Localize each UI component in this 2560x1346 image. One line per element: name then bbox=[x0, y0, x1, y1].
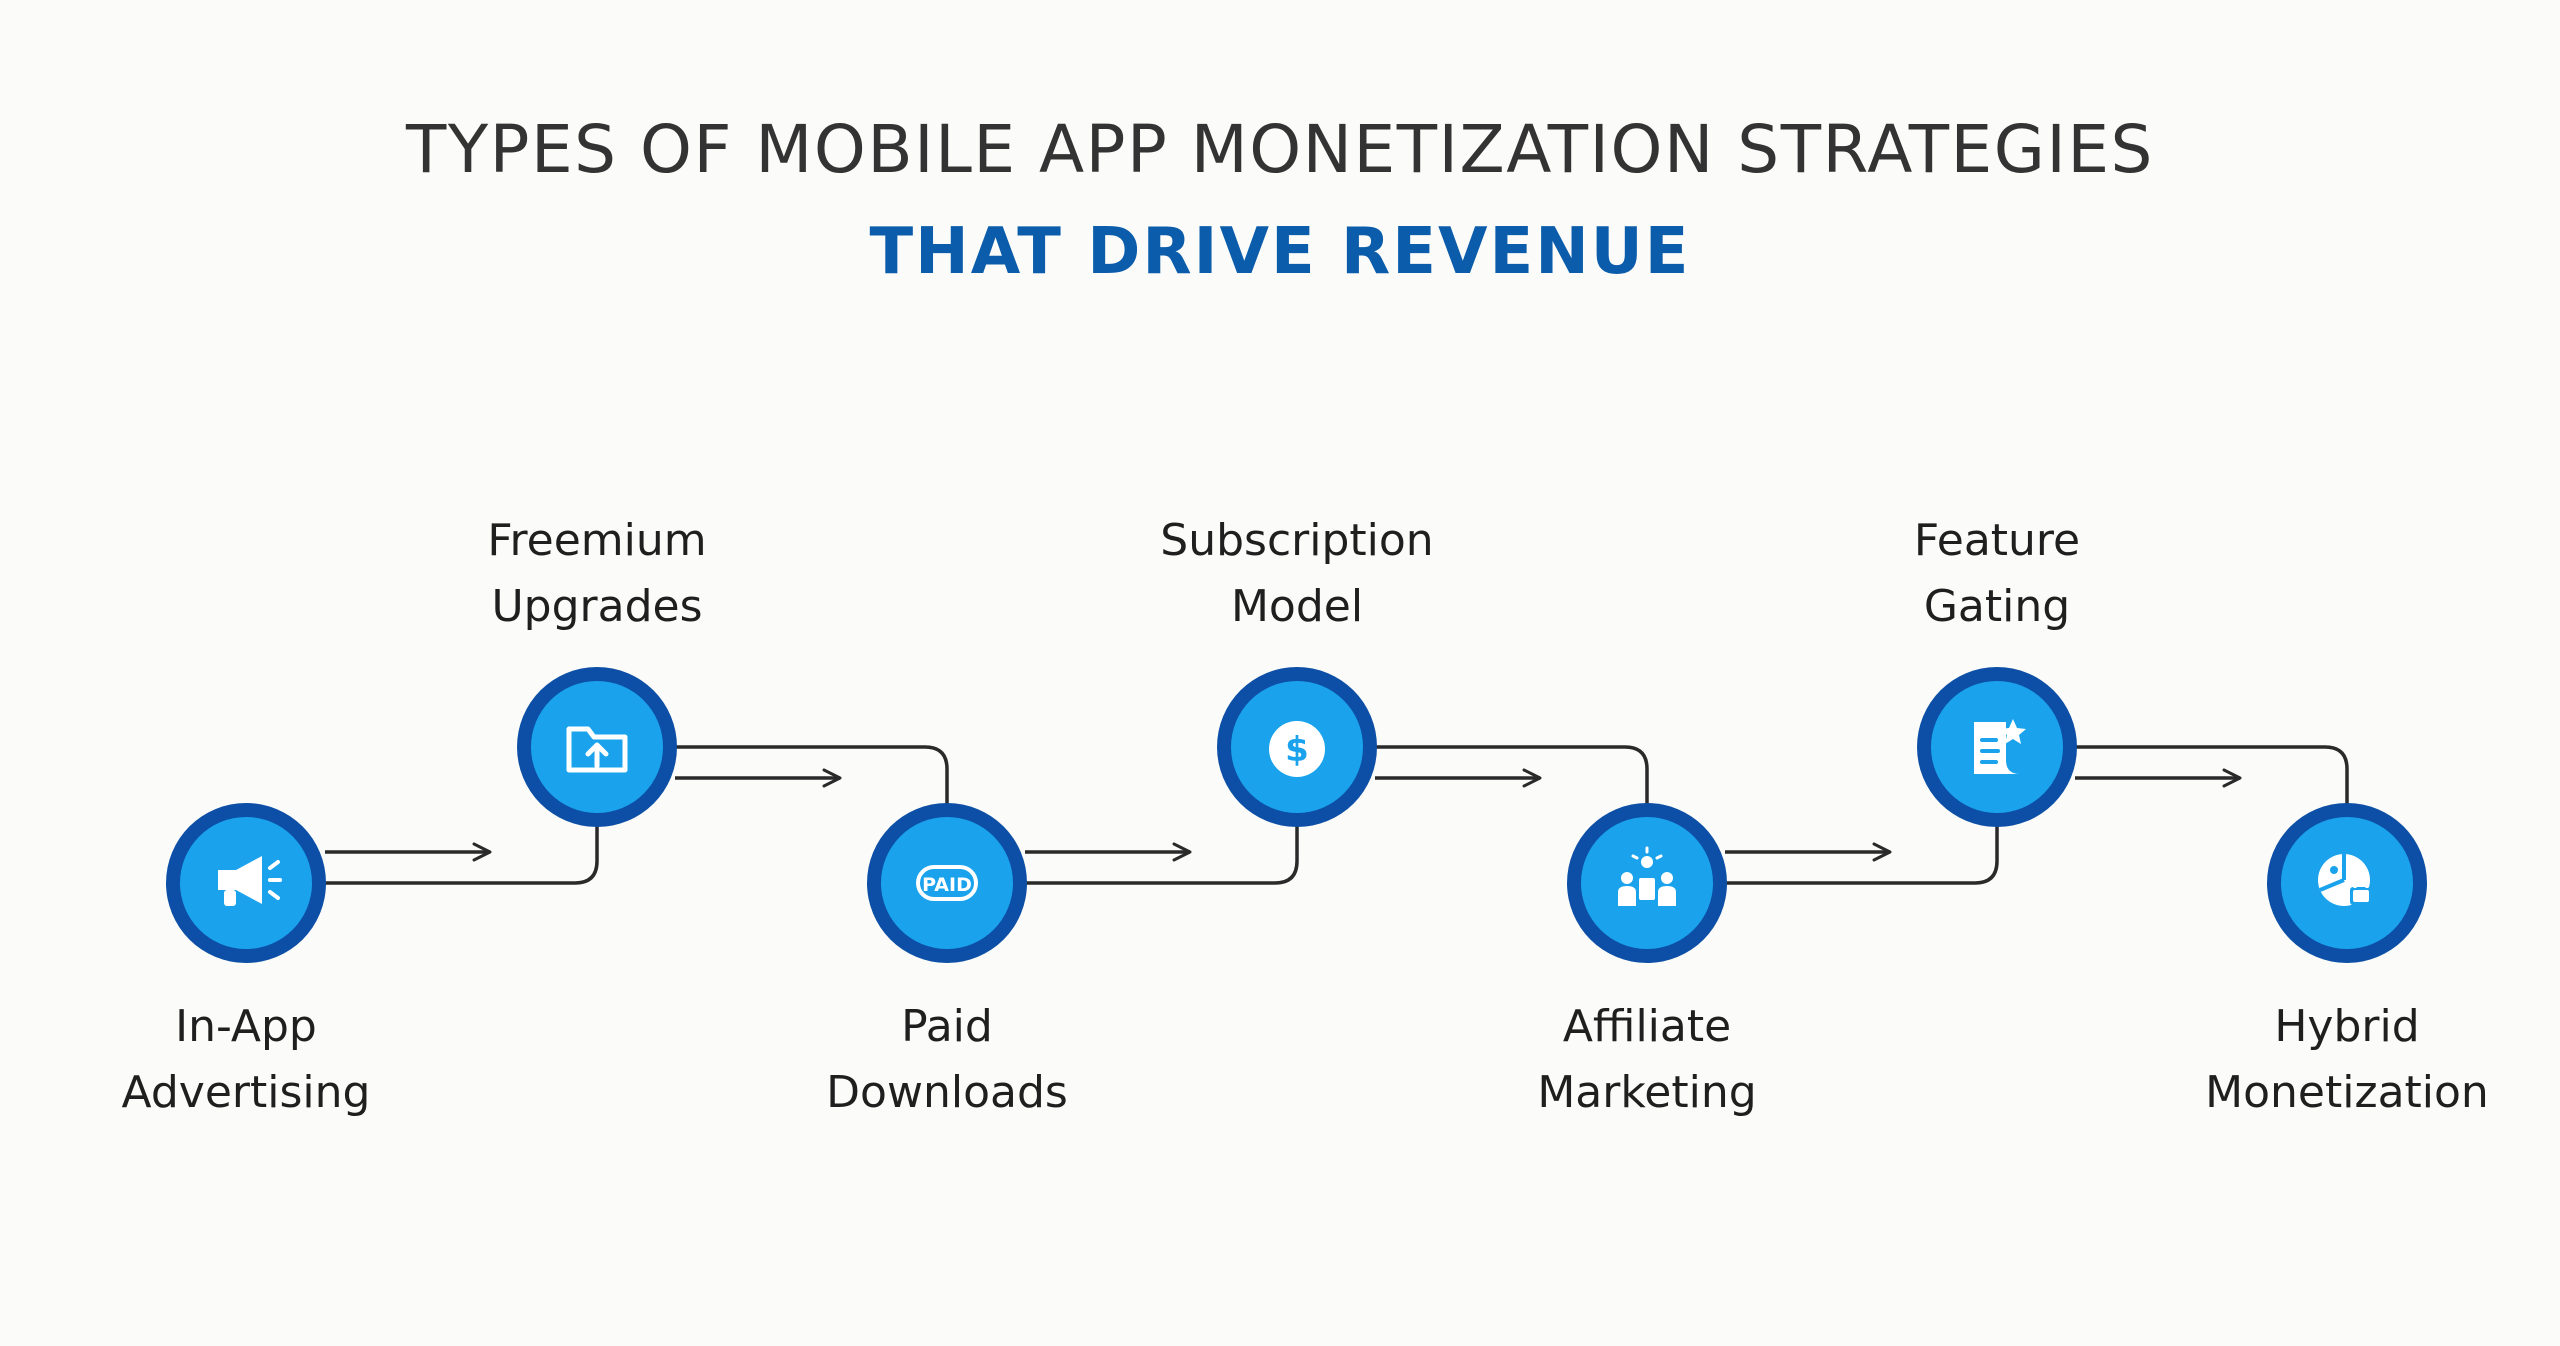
step-label-in-app-advertising: In-App Advertising bbox=[76, 994, 416, 1126]
pie-lock-icon bbox=[2318, 854, 2372, 906]
step-label-line2: Downloads bbox=[826, 1067, 1068, 1118]
step-label-line1: Affiliate bbox=[1562, 1001, 1732, 1052]
step-label-line1: In-App bbox=[175, 1001, 317, 1052]
step-label-affiliate-marketing: Affiliate Marketing bbox=[1477, 994, 1817, 1126]
step-label-subscription-model: Subscription Model bbox=[1127, 508, 1467, 640]
team-meeting-icon bbox=[1618, 846, 1676, 906]
step-node-feature-gating bbox=[1917, 667, 2077, 827]
step-label-line2: Model bbox=[1230, 581, 1364, 632]
step-label-paid-downloads: Paid Downloads bbox=[777, 994, 1117, 1126]
step-label-line2: Advertising bbox=[121, 1067, 371, 1118]
paid-tag-icon: PAID bbox=[916, 865, 978, 901]
step-label-feature-gating: Feature Gating bbox=[1827, 508, 2167, 640]
step-node-paid-downloads: PAID bbox=[867, 803, 1027, 963]
step-node-freemium-upgrades bbox=[517, 667, 677, 827]
step-label-line1: Subscription bbox=[1160, 515, 1434, 566]
step-node-subscription-model: $ bbox=[1217, 667, 1377, 827]
step-label-line1: Paid bbox=[901, 1001, 993, 1052]
megaphone-icon bbox=[218, 856, 282, 906]
page-subtitle: THAT DRIVE REVENUE bbox=[869, 215, 1691, 289]
step-node-hybrid-monetization bbox=[2267, 803, 2427, 963]
step-label-freemium-upgrades: Freemium Upgrades bbox=[427, 508, 767, 640]
page-title: TYPES OF MOBILE APP MONETIZATION STRATEG… bbox=[406, 111, 2154, 188]
connector-4-5 bbox=[1375, 745, 1649, 805]
connector-1-2 bbox=[325, 824, 599, 885]
step-label-line2: Monetization bbox=[2205, 1067, 2489, 1118]
step-label-line2: Gating bbox=[1923, 581, 2071, 632]
svg-text:$: $ bbox=[1285, 730, 1309, 770]
step-node-affiliate-marketing bbox=[1567, 803, 1727, 963]
step-label-line2: Marketing bbox=[1537, 1067, 1757, 1118]
step-label-line2: Upgrades bbox=[491, 581, 703, 632]
dollar-coin-icon: $ bbox=[1269, 721, 1325, 777]
step-label-hybrid-monetization: Hybrid Monetization bbox=[2177, 994, 2517, 1126]
header: TYPES OF MOBILE APP MONETIZATION STRATEG… bbox=[0, 100, 2560, 304]
step-label-line1: Freemium bbox=[487, 515, 707, 566]
folder-upload-icon bbox=[566, 726, 628, 773]
step-label-line1: Hybrid bbox=[2274, 1001, 2420, 1052]
paid-tag-text: PAID bbox=[922, 874, 972, 896]
connector-5-6 bbox=[1725, 824, 1999, 885]
step-label-line1: Feature bbox=[1913, 515, 2081, 566]
connector-6-7 bbox=[2075, 745, 2349, 805]
step-node-in-app-advertising bbox=[166, 803, 326, 963]
document-star-icon bbox=[1974, 719, 2026, 774]
connector-3-4 bbox=[1025, 824, 1299, 885]
connector-2-3 bbox=[675, 745, 949, 805]
